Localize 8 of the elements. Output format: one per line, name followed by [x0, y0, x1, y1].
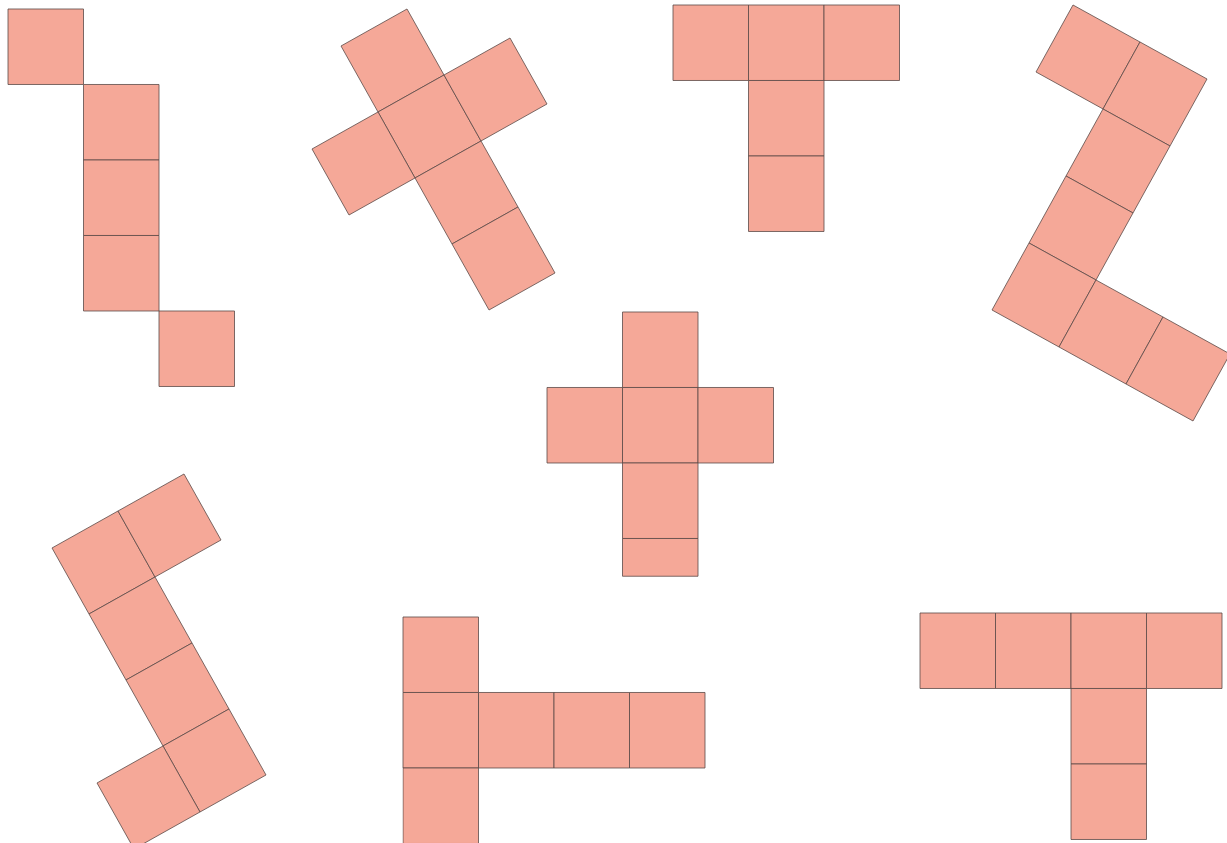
cube-net-drawing: [919, 612, 1223, 840]
cube-net-drawing: [51, 473, 267, 843]
cube-net-drawing: [311, 8, 556, 311]
cube-net-drawing: [546, 311, 774, 577]
cube-net-drawing: [402, 616, 706, 843]
cube-net-drawing: [991, 4, 1227, 422]
cube-net-drawing: [7, 8, 235, 387]
cube-net-drawing: [672, 4, 900, 232]
